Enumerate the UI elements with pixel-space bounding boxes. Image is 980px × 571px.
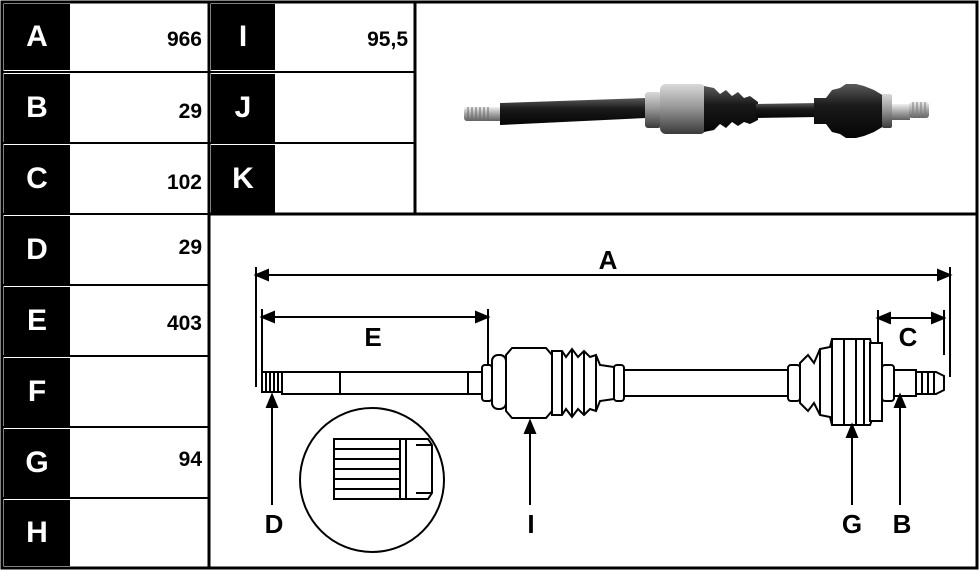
left-spline [261, 371, 283, 393]
row-f-label: F [4, 358, 70, 426]
outer-stub [881, 364, 895, 402]
row-e-value: 403 [166, 312, 202, 335]
dim-c-label: C [899, 322, 918, 352]
row-h-label: H [4, 500, 70, 566]
photo-right-spline [909, 102, 929, 118]
row-a-value: 966 [166, 28, 202, 51]
row-b-label: B [4, 74, 70, 142]
abs-ring [869, 342, 883, 422]
row-i-value: 95,5 [367, 28, 408, 51]
row-b-value: 29 [178, 100, 202, 123]
row-d-value: 29 [178, 236, 202, 259]
dim-a-label: A [599, 245, 618, 275]
photo-intermediate-shaft [756, 103, 818, 118]
callout-d-label: D [265, 509, 284, 539]
main-shaft [281, 371, 489, 395]
photo-outer-bearing-ring [882, 94, 892, 128]
row-c-label: C [4, 145, 70, 213]
row-c-value: 102 [166, 171, 202, 194]
row-j-label: J [211, 74, 275, 142]
row-k-label: K [211, 145, 275, 213]
intermediate-shaft [623, 369, 789, 397]
callout-i-label: I [527, 509, 534, 539]
photo-left-spline [464, 107, 504, 121]
drive-shaft-photo [464, 84, 929, 138]
row-d-label: D [4, 216, 70, 284]
callout-g-label: G [842, 509, 862, 539]
spline-detail-magnifier [299, 407, 445, 553]
row-g-value: 94 [178, 448, 202, 471]
photo-outer-boot [814, 84, 886, 138]
photo-main-shaft [500, 98, 646, 125]
row-a-label: A [4, 4, 70, 70]
inner-joint-collar [481, 364, 493, 402]
photo-outer-stub [892, 104, 910, 120]
photo-inner-boot [704, 86, 758, 132]
inner-joint-housing [505, 347, 553, 419]
drive-shaft-diagram: A E C D I G B [253, 245, 953, 553]
dim-e-label: E [364, 322, 381, 352]
photo-inner-joint-housing [660, 84, 706, 134]
row-i-label: I [211, 4, 275, 70]
right-spline [915, 371, 945, 395]
callout-b-label: B [893, 509, 912, 539]
row-e-label: E [4, 287, 70, 355]
photo-inner-joint-collar [645, 92, 661, 128]
outer-boot [799, 338, 876, 426]
row-g-label: G [4, 429, 70, 497]
